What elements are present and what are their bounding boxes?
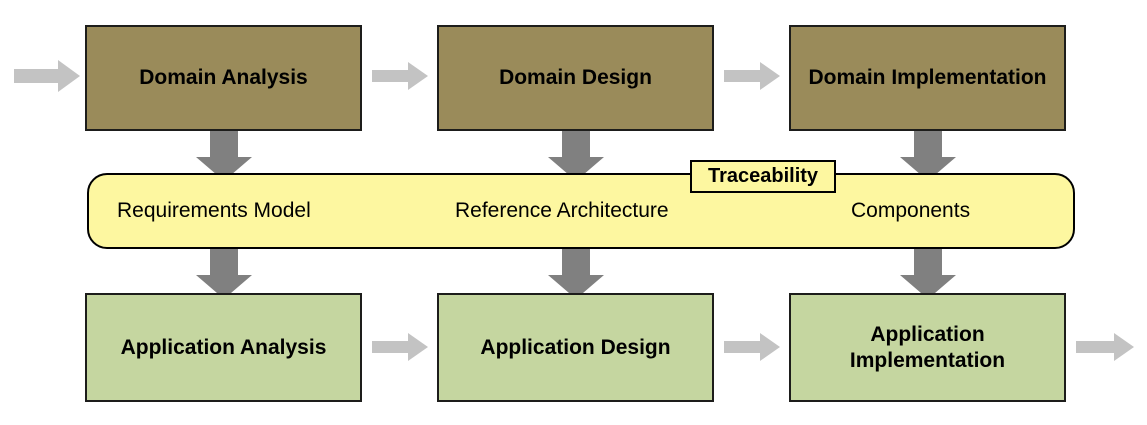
traceability-band xyxy=(87,173,1075,249)
arrow-application-design-to-implementation-icon xyxy=(724,331,780,363)
traceability-tag-label: Traceability xyxy=(707,165,819,187)
output-arrow-icon xyxy=(1076,331,1134,363)
box-label: Application Implementation xyxy=(849,322,1006,372)
box-label: Application Design xyxy=(480,335,671,359)
arrow-domain-analysis-down-icon xyxy=(196,131,252,181)
box-application-design[interactable]: Application Design xyxy=(437,293,714,402)
arrow-requirements-model-down-icon xyxy=(196,249,252,299)
arrow-domain-implementation-down-icon xyxy=(900,131,956,181)
box-application-implementation[interactable]: Application Implementation xyxy=(789,293,1066,402)
box-label: Domain Implementation xyxy=(808,66,1047,90)
band-label-components: Components xyxy=(851,199,971,222)
arrow-domain-design-down-icon xyxy=(548,131,604,181)
input-arrow-icon xyxy=(14,58,80,94)
arrow-components-down-icon xyxy=(900,249,956,299)
arrow-domain-design-to-implementation-icon xyxy=(724,60,780,92)
box-label: Domain Analysis xyxy=(139,66,308,90)
arrow-application-analysis-to-design-icon xyxy=(372,331,428,363)
box-domain-implementation[interactable]: Domain Implementation xyxy=(789,25,1066,131)
box-label: Application Analysis xyxy=(120,335,327,359)
band-label-reference-architecture: Reference Architecture xyxy=(455,199,669,222)
arrow-domain-analysis-to-design-icon xyxy=(372,60,428,92)
box-label: Domain Design xyxy=(499,66,652,90)
box-domain-analysis[interactable]: Domain Analysis xyxy=(85,25,362,131)
arrow-reference-architecture-down-icon xyxy=(548,249,604,299)
band-label-requirements-model: Requirements Model xyxy=(117,199,311,222)
box-domain-design[interactable]: Domain Design xyxy=(437,25,714,131)
box-application-analysis[interactable]: Application Analysis xyxy=(85,293,362,402)
traceability-tag[interactable]: Traceability xyxy=(690,160,836,193)
